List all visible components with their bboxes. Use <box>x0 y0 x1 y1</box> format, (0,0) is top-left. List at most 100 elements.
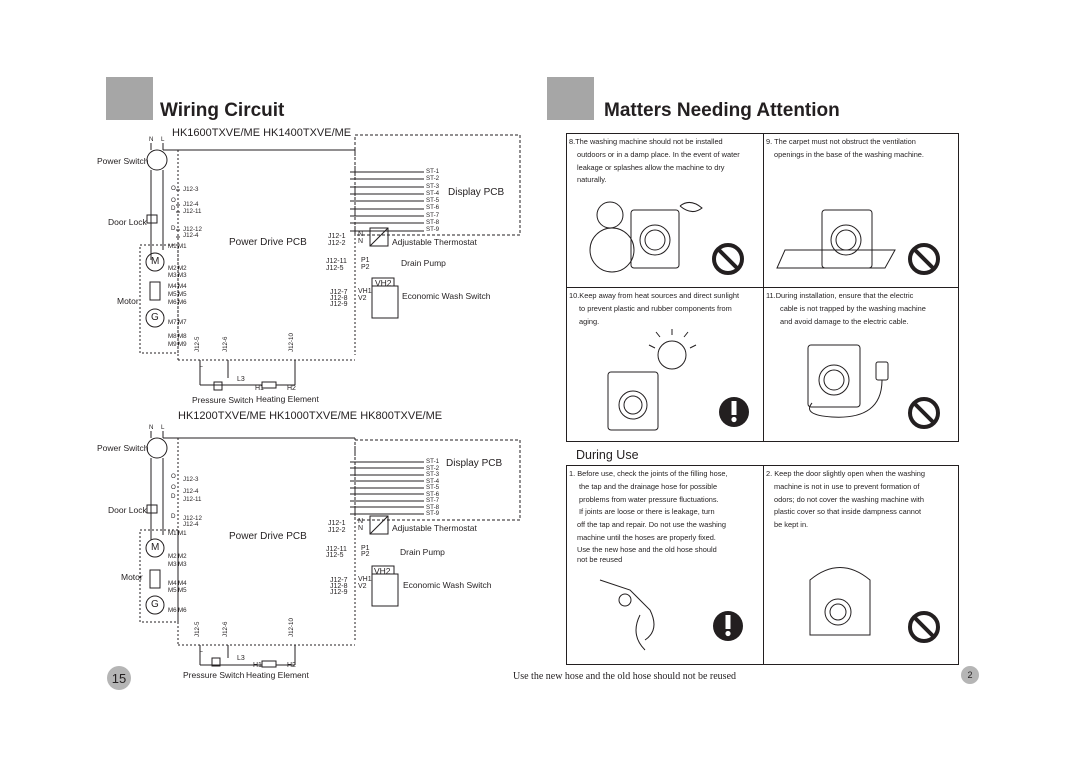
motor-wire: M6 <box>168 607 177 614</box>
wiring-lines-2 <box>139 431 521 668</box>
motor-wire: M5 <box>168 587 177 594</box>
motor-wire: M5 <box>178 291 187 298</box>
power-switch-label: Power Switch <box>97 443 149 453</box>
notice-cell-11 <box>763 287 959 442</box>
heating-element-label: Heating Element <box>246 670 309 680</box>
thermo-connector: J12-2 <box>328 240 346 247</box>
notice-text-2: 2. Keep the door slightly open when the … <box>766 468 925 532</box>
vh2-label: VH2 <box>374 566 391 576</box>
st-terminals-2: ST-1 ST-2 ST-3 ST-4 ST-5 ST-6 ST-7 ST-8 … <box>426 459 439 518</box>
st-terminal: ST-6 <box>426 204 440 212</box>
hose-tap-illustration <box>599 579 655 651</box>
motor-wire: M6 <box>178 299 187 306</box>
power-switch-label: Power Switch <box>97 156 149 166</box>
models-label-2: HK1200TXVE/ME HK1000TXVE/ME HK800TXVE/ME <box>178 410 443 422</box>
st-terminal: ST-3 <box>426 182 440 190</box>
economic-wash-switch-label: Economic Wash Switch <box>402 291 491 301</box>
st-terminal: ST-8 <box>426 503 440 511</box>
connector-label: J12-3 <box>183 476 199 483</box>
text-line: machine until the hoses are properly fix… <box>577 532 716 542</box>
economic-wash-switch-label: Economic Wash Switch <box>403 580 492 590</box>
carpet-washer-illustration <box>776 209 896 269</box>
pressure-switch-label: Pressure Switch <box>192 395 254 405</box>
motor-wire: M6 <box>168 299 177 306</box>
text-line: 11.During installation, ensure that the … <box>766 291 914 300</box>
pump-p: P1 <box>361 257 370 264</box>
notice-text-8: 8.The washing machine should not be inst… <box>569 136 740 187</box>
motor-wire: M2 <box>168 553 177 560</box>
wash-connector: J12-9 <box>330 589 348 596</box>
text-line: leakage or splashes allow the machine to… <box>577 162 725 172</box>
connector-label: J12-3 <box>183 186 199 193</box>
o-contact: O <box>171 484 176 491</box>
display-pcb-label: Display PCB <box>446 458 503 469</box>
motor-wire: M4 <box>168 283 177 290</box>
connector-label: J12-12 <box>183 226 202 233</box>
st-terminal: ST-1 <box>426 458 440 465</box>
text-line: 2. Keep the door slightly open when the … <box>766 469 926 478</box>
connector-label: J12-4 <box>183 201 199 208</box>
text-line: machine is not in use to prevent formati… <box>774 481 920 491</box>
st-terminal: ST-5 <box>426 197 440 205</box>
motor-wire: M3 <box>168 272 177 279</box>
connector-label: J12-12 <box>183 515 202 522</box>
text-line: not be reused <box>577 554 623 564</box>
text-line: problems from water pressure fluctuation… <box>579 494 719 504</box>
text-line: off the tap and repair. Do not use the w… <box>577 520 727 530</box>
pump-p: P2 <box>361 264 370 271</box>
pump-p: P2 <box>361 551 370 558</box>
adjustable-thermostat-label: Adjustable Thermostat <box>392 237 477 247</box>
o-contact: O <box>171 185 176 192</box>
h2-label: H2 <box>287 385 296 392</box>
drain-pump-label: Drain Pump <box>400 547 445 557</box>
notice-text-9: 9. The carpet must not obstruct the vent… <box>766 136 924 162</box>
wash-connector: J12-7 <box>330 289 348 296</box>
prohibit-sign-icon <box>908 397 940 429</box>
wash-v: VH1 <box>358 576 372 583</box>
mandatory-sign-icon <box>713 611 743 641</box>
thermo-n: N <box>358 238 364 245</box>
right-title-block <box>547 77 594 120</box>
thermo-connector: J12-2 <box>328 527 346 534</box>
snowman-washer-illustration <box>589 201 703 273</box>
st-terminals-1: ST-1 ST-2 ST-3 ST-4 ST-5 ST-6 ST-7 ST-8 … <box>426 168 440 235</box>
d-contact: D <box>171 225 176 232</box>
sun-washer-illustration <box>607 329 697 431</box>
text-line: and avoid damage to the electric cable. <box>780 316 909 326</box>
st-terminal: ST-8 <box>426 219 440 227</box>
motor-wire: M8 <box>168 333 177 340</box>
during-use-heading: During Use <box>576 448 639 462</box>
wash-connector: J12-7 <box>330 577 348 584</box>
o-contact: O <box>171 473 176 480</box>
pump-connector: J12-11 <box>326 546 347 553</box>
st-terminal: ST-9 <box>426 510 440 517</box>
cable-washer-illustration <box>807 344 889 418</box>
door-lock-label: Door Lock <box>108 217 147 227</box>
st-terminal: ST-4 <box>426 477 440 485</box>
live-label: L <box>161 136 165 143</box>
h1-label: H1 <box>255 385 264 392</box>
connector-label: J12-4 <box>183 488 199 495</box>
covered-washer-illustration <box>809 567 871 636</box>
d-contact: D <box>171 205 176 212</box>
motor-wire: M6 <box>178 607 187 614</box>
pump-connector: J12-5 <box>326 265 344 272</box>
l3-label: L3 <box>237 376 245 383</box>
st-terminal: ST-1 <box>426 168 440 175</box>
text-line: 8.The washing machine should not be inst… <box>569 137 723 146</box>
pump-connector: J12-11 <box>326 258 347 265</box>
pump-p: P1 <box>361 545 370 552</box>
live-label: L <box>161 424 165 431</box>
st-terminal: ST-2 <box>426 175 440 183</box>
wash-v: V2 <box>358 583 367 590</box>
motor-wire: M1 <box>178 243 187 250</box>
motor-wire: M4 <box>178 580 187 587</box>
motor-wire: M3 <box>178 272 187 279</box>
motor-label: Motor <box>121 572 143 582</box>
o-contact: O <box>171 197 176 204</box>
motor-wire: M9 <box>178 341 187 348</box>
vh2-label: VH2 <box>375 278 392 288</box>
thermo-connector: J12-1 <box>328 233 346 240</box>
motor-m-symbol: M <box>151 256 160 267</box>
